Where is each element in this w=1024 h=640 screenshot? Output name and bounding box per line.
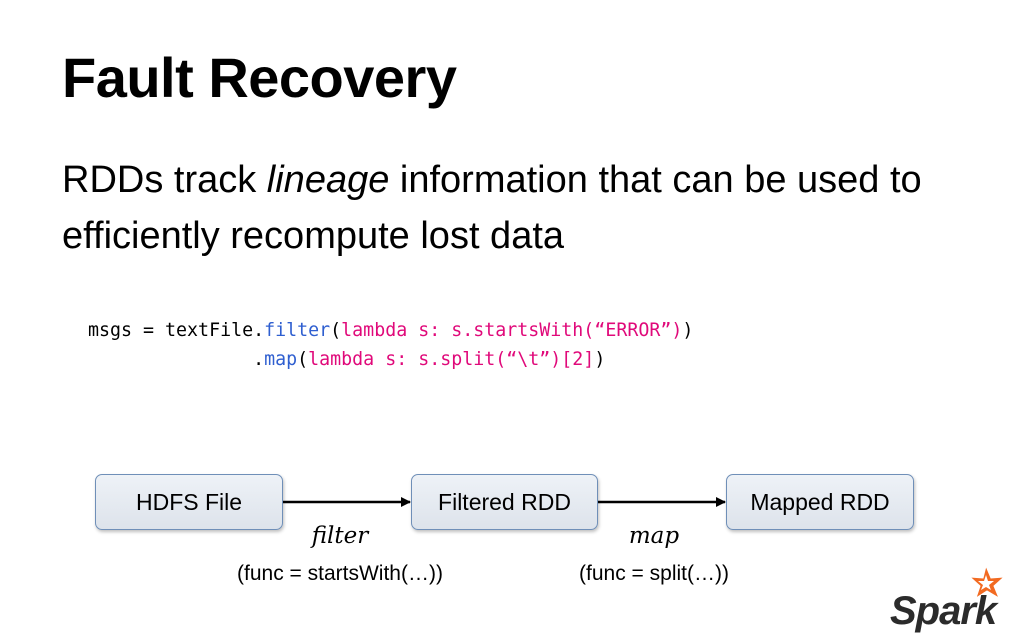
svg-text:Spark: Spark bbox=[890, 589, 999, 633]
code-lambda: lambda s: s.startsWith(“ERROR”) bbox=[341, 320, 683, 341]
node-filtered-rdd: Filtered RDD bbox=[411, 474, 598, 530]
code-snippet: msgs = textFile.filter(lambda s: s.start… bbox=[88, 316, 693, 374]
node-hdfs-file: HDFS File bbox=[95, 474, 283, 530]
code-token: ( bbox=[330, 320, 342, 341]
code-lambda: lambda s: s.split(“\t”)[2] bbox=[308, 349, 595, 370]
edge-func-map: (func = split(…)) bbox=[579, 562, 729, 585]
code-line-1: msgs = textFile.filter(lambda s: s.start… bbox=[88, 316, 693, 345]
code-method: filter bbox=[264, 320, 331, 341]
code-token: ( bbox=[297, 349, 309, 370]
node-mapped-rdd: Mapped RDD bbox=[726, 474, 914, 530]
code-token: ) bbox=[594, 349, 606, 370]
code-token: . bbox=[88, 349, 265, 370]
slide-body: RDDs track lineage information that can … bbox=[62, 152, 1002, 264]
code-line-2: .map(lambda s: s.split(“\t”)[2]) bbox=[88, 345, 693, 374]
code-method: map bbox=[264, 349, 298, 370]
edge-label-map: map bbox=[628, 523, 680, 549]
code-token: ) bbox=[682, 320, 694, 341]
body-text-emphasis: lineage bbox=[266, 159, 390, 201]
body-text-part2: information that can be used to efficien… bbox=[62, 159, 922, 257]
edge-label-filter: filter bbox=[311, 523, 369, 549]
code-token: msgs = textFile. bbox=[88, 320, 265, 341]
slide-title: Fault Recovery bbox=[62, 46, 457, 109]
spark-logo: Spark bbox=[890, 564, 1006, 633]
edge-func-filter: (func = startsWith(…)) bbox=[237, 562, 443, 585]
body-text-part1: RDDs track bbox=[62, 159, 267, 201]
